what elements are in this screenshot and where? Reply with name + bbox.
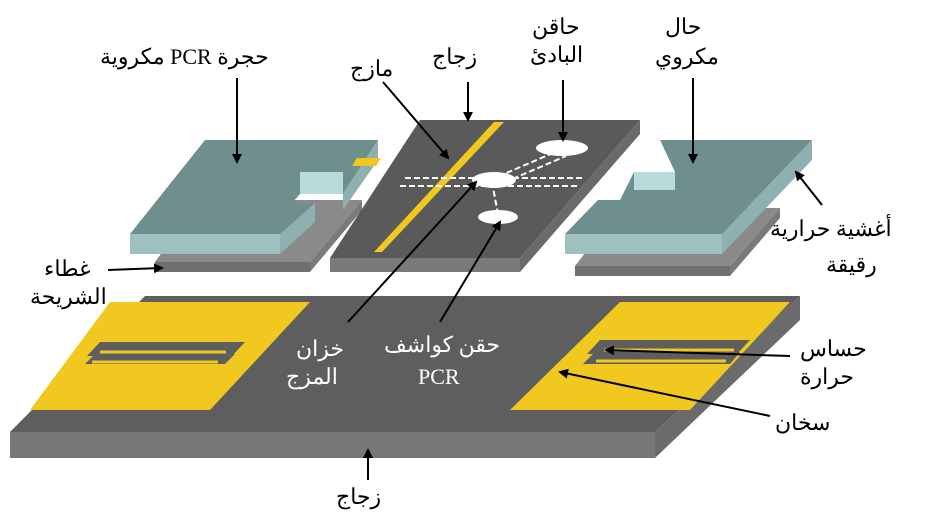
label-mix-reservoir-2: المزج: [286, 364, 338, 389]
label-heater: سخان: [775, 410, 831, 435]
left-heater: [30, 302, 310, 410]
label-detector-injection-2: PCR: [418, 364, 460, 389]
callout-arrows: [107, 78, 823, 480]
right-micro-solver: [565, 140, 812, 254]
label-micro-solver-2: مكروي: [655, 44, 719, 69]
label-chip-cover-2: الشريحة: [30, 284, 107, 309]
label-pcr-chamber: حجرة PCR مكروية: [100, 44, 269, 69]
label-temp-sensor-1: حساس: [800, 336, 867, 361]
base-front-face: [10, 432, 655, 458]
label-temp-sensor-2: حرارة: [800, 364, 855, 389]
label-mixer: مازج: [350, 56, 394, 81]
label-chip-cover-1: غطاء: [44, 256, 91, 281]
label-mix-reservoir-1: خزان: [296, 336, 345, 361]
label-primer-injector-2: البادئ: [530, 42, 584, 67]
label-detector-injection-1: حقن كواشف: [384, 332, 501, 357]
base-side-face: [655, 296, 800, 458]
label-thin-film-1: أغشية حرارية: [770, 216, 892, 241]
label-micro-solver-1: حال: [665, 14, 702, 39]
left-pcr-chamber: [130, 140, 378, 254]
label-glass-top: زجاج: [432, 44, 478, 69]
label-glass-bottom: زجاج: [336, 484, 382, 509]
label-primer-injector-1: حاقن: [532, 14, 580, 39]
middle-mixer-chip: [330, 120, 640, 272]
label-thin-film-2: رقيقة: [826, 252, 877, 277]
